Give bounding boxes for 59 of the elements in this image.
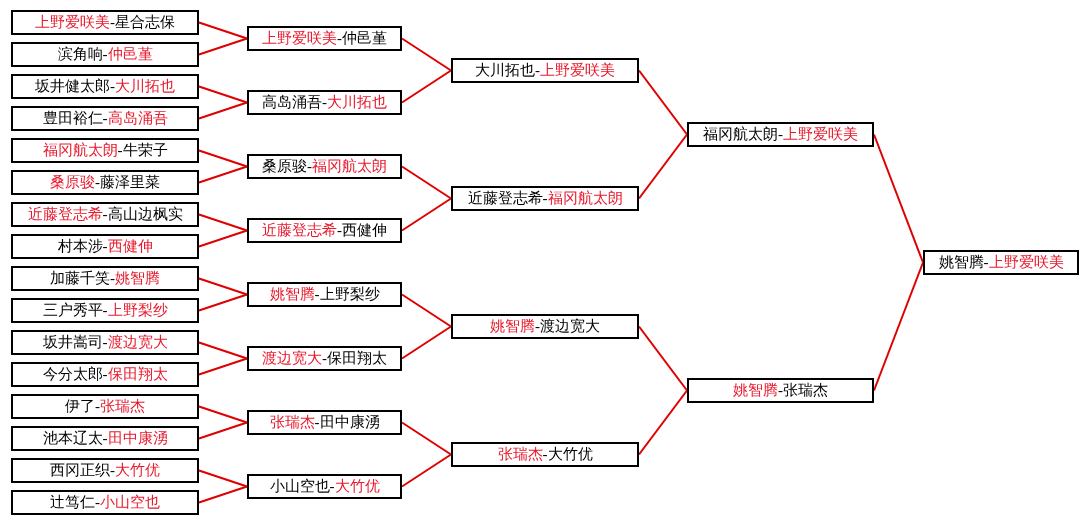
match-box: 池本辽太-田中康湧 [11,426,199,451]
connector-line [198,405,248,424]
match-box: 三户秀平-上野梨纱 [11,298,199,323]
match-box: 上野爱咲美-仲邑堇 [247,26,402,51]
match-box: 加藤千笑-姚智腾 [11,266,199,291]
match-box: 福冈航太朗-上野爱咲美 [687,122,874,147]
connector-line [638,325,688,392]
connector-line [401,197,452,232]
match-box: 豊田裕仁-高岛涌吾 [11,106,199,131]
match-box: 今分太郎-保田翔太 [11,362,199,387]
connector-line [198,469,248,488]
match-box: 近藤登志希-福冈航太朗 [451,186,639,211]
connector-line [401,37,452,72]
connector-line [401,325,452,360]
connector-line [401,421,452,456]
connector-line [198,213,248,232]
connector-line [198,101,248,120]
match-box: 西冈正织-大竹优 [11,458,199,483]
match-box: 姚智腾-上野爱咲美 [923,250,1079,275]
match-box: 高岛涌吾-大川拓也 [247,90,402,115]
connector-line [401,165,452,200]
connector-line [198,293,248,312]
match-box: 福冈航太朗-牛荣子 [11,138,199,163]
match-box: 上野爱咲美-星合志保 [11,10,199,35]
match-box: 姚智腾-上野梨纱 [247,282,402,307]
connector-line [198,277,248,296]
connector-line [198,229,248,248]
match-box: 大川拓也-上野爱咲美 [451,58,639,83]
match-box: 桑原骏-藤泽里菜 [11,170,199,195]
match-box: 滨角响-仲邑堇 [11,42,199,67]
connector-line [401,453,452,488]
connector-line [401,293,452,328]
match-box: 伊了-张瑞杰 [11,394,199,419]
connector-line [198,421,248,440]
connector-line [198,485,248,504]
match-box: 张瑞杰-大竹优 [451,442,639,467]
match-box: 坂井嵩司-渡边宽大 [11,330,199,355]
match-box: 张瑞杰-田中康湧 [247,410,402,435]
connector-line [638,133,688,200]
connector-line [198,357,248,376]
connector-line [198,149,248,168]
match-box: 近藤登志希-西健伸 [247,218,402,243]
match-box: 姚智腾-渡边宽大 [451,314,639,339]
match-box: 渡边宽大-保田翔太 [247,346,402,371]
match-box: 近藤登志希-高山边枫实 [11,202,199,227]
connector-line [198,21,248,40]
match-box: 姚智腾-张瑞杰 [687,378,874,403]
match-box: 坂井健太郎-大川拓也 [11,74,199,99]
connector-line [198,165,248,184]
connector-line [638,69,688,136]
connector-line [198,341,248,360]
connector-line [638,389,688,456]
connector-line [198,85,248,104]
match-box: 辻笃仁-小山空也 [11,490,199,515]
match-box: 小山空也-大竹优 [247,474,402,499]
connector-line [401,69,452,104]
match-box: 桑原骏-福冈航太朗 [247,154,402,179]
match-box: 村本涉-西健伸 [11,234,199,259]
connector-line [198,37,248,56]
